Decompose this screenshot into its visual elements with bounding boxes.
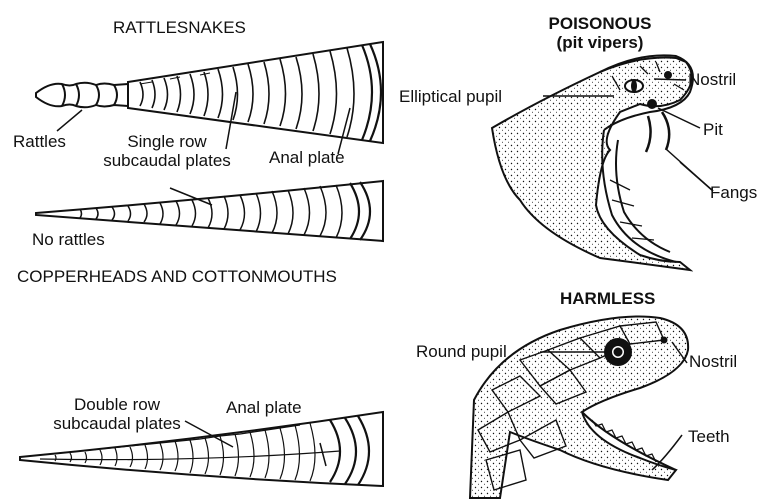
double-row-line1: Double row — [42, 395, 192, 414]
poisonous-nostril-label: Nostril — [688, 70, 736, 89]
single-row-line2: subcaudal plates — [78, 151, 256, 170]
poisonous-title: POISONOUS (pit vipers) — [532, 14, 668, 52]
copperheads-heading: COPPERHEADS AND COTTONMOUTHS — [17, 267, 337, 286]
harmless-nostril-label: Nostril — [689, 352, 737, 371]
copperhead-anal-plate-label: Anal plate — [226, 398, 302, 417]
single-row-label: Single row subcaudal plates — [78, 132, 256, 170]
no-rattles-label: No rattles — [32, 230, 105, 249]
pit-label: Pit — [703, 120, 723, 139]
anal-plate-label: Anal plate — [269, 148, 345, 167]
double-row-label: Double row subcaudal plates — [42, 395, 192, 433]
fangs-label: Fangs — [710, 183, 757, 202]
rattles-label: Rattles — [13, 132, 66, 151]
poisonous-title-line2: (pit vipers) — [532, 33, 668, 52]
pit-viper-head — [492, 55, 693, 270]
single-row-line1: Single row — [78, 132, 256, 151]
harmless-title: HARMLESS — [560, 289, 655, 308]
teeth-label: Teeth — [688, 427, 730, 446]
rattlesnake-tail — [36, 42, 383, 143]
round-pupil-label: Round pupil — [416, 342, 507, 361]
rattlesnakes-heading: RATTLESNAKES — [113, 18, 246, 37]
double-row-line2: subcaudal plates — [42, 414, 192, 433]
poisonous-title-line1: POISONOUS — [532, 14, 668, 33]
elliptical-pupil-label: Elliptical pupil — [399, 87, 502, 106]
